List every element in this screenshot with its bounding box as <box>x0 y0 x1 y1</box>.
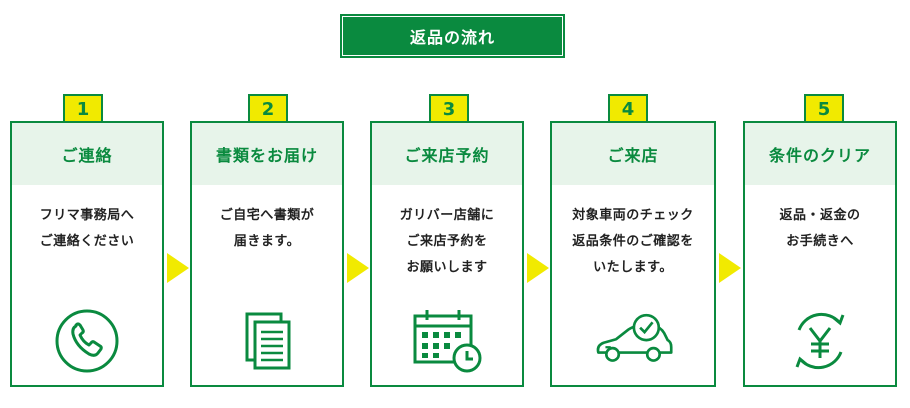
arrow-1-2 <box>167 253 189 283</box>
step-3-description: ガリバー店舗に ご来店予約を お願いします <box>399 208 495 275</box>
section-title: 返品の流れ <box>340 14 565 58</box>
yen-refund-icon <box>780 306 860 376</box>
step-3-header: ご来店予約 <box>372 123 522 185</box>
car-check-icon <box>593 306 673 376</box>
step-5-card: 条件のクリア 返品・返金の お手続きへ <box>743 121 897 387</box>
step-5-heading: 条件のクリア <box>768 146 871 165</box>
step-1-badge: 1 <box>63 94 103 122</box>
step-4-number: 4 <box>621 98 635 120</box>
step-4-badge: 4 <box>608 94 648 122</box>
step-5-description: 返品・返金の お手続きへ <box>779 208 861 249</box>
step-1-heading: ご連絡 <box>61 146 113 165</box>
step-2-number: 2 <box>261 98 275 120</box>
step-1-card: ご連絡 フリマ事務局へ ご連絡ください <box>10 121 164 387</box>
step-3-heading: ご来店予約 <box>404 146 490 165</box>
documents-icon <box>227 306 307 376</box>
step-3-number: 3 <box>442 98 456 120</box>
step-3-badge: 3 <box>429 94 469 122</box>
step-5-number: 5 <box>817 98 831 120</box>
step-2-badge: 2 <box>248 94 288 122</box>
step-2-header: 書類をお届け <box>192 123 342 185</box>
phone-icon <box>47 306 127 376</box>
arrow-2-3 <box>347 253 369 283</box>
step-1-header: ご連絡 <box>12 123 162 185</box>
step-2-card: 書類をお届け ご自宅へ書類が 届きます。 <box>190 121 344 387</box>
step-4-heading: ご来店 <box>607 146 659 165</box>
step-1-description: フリマ事務局へ ご連絡ください <box>39 208 135 249</box>
step-4-card: ご来店 対象車両のチェック 返品条件のご確認を いたします。 <box>550 121 716 387</box>
calendar-clock-icon <box>407 306 487 376</box>
step-3-card: ご来店予約 ガリバー店舗に ご来店予約を お願いします <box>370 121 524 387</box>
step-4-description: 対象車両のチェック 返品条件のご確認を いたします。 <box>572 208 694 275</box>
section-title-text: 返品の流れ <box>409 28 495 47</box>
step-4-header: ご来店 <box>552 123 714 185</box>
step-1-number: 1 <box>76 98 90 120</box>
step-5-badge: 5 <box>804 94 844 122</box>
arrow-4-5 <box>719 253 741 283</box>
step-2-heading: 書類をお届け <box>215 146 318 165</box>
step-5-header: 条件のクリア <box>745 123 895 185</box>
step-2-description: ご自宅へ書類が 届きます。 <box>219 208 315 249</box>
arrow-3-4 <box>527 253 549 283</box>
